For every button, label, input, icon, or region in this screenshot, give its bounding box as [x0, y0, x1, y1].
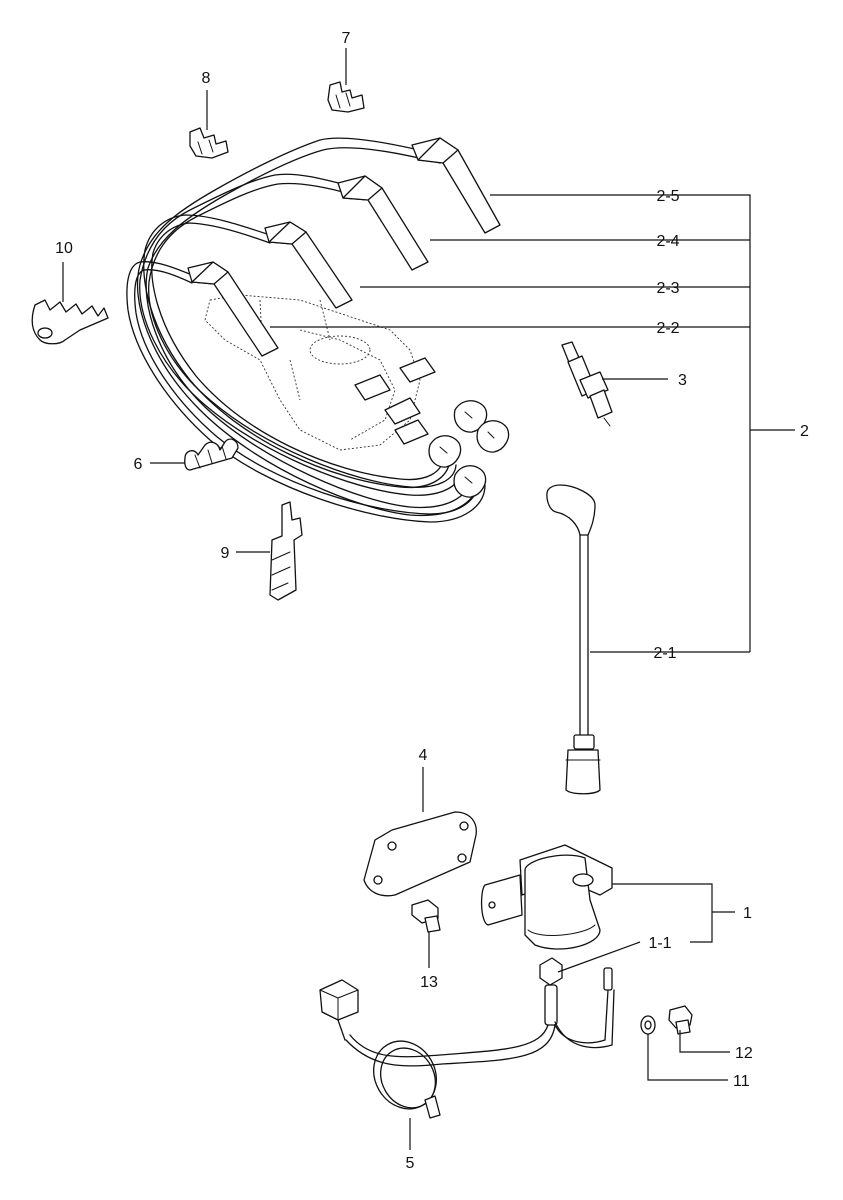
label-10: 10 [55, 240, 73, 257]
spark-plug-3 [561, 341, 613, 427]
label-8: 8 [202, 70, 211, 87]
label-12: 12 [735, 1045, 753, 1062]
coil-lead-2-1 [546, 484, 601, 795]
ignition-coil-1 [480, 844, 613, 950]
label-2: 2 [800, 423, 809, 440]
label-7: 7 [342, 30, 351, 47]
label-9: 9 [221, 545, 230, 562]
label-3: 3 [678, 372, 687, 389]
bolt-12 [668, 1005, 693, 1035]
ignition-cables [126, 137, 486, 523]
label-6: 6 [134, 456, 143, 473]
cable-end-caps [428, 400, 510, 498]
label-2-2: 2-2 [656, 320, 679, 337]
label-13: 13 [420, 974, 438, 991]
callout-labels: 7 8 10 2-5 2-4 2-3 2-2 3 2 6 9 2-1 4 1 1… [55, 30, 809, 1172]
label-4: 4 [419, 747, 428, 764]
cable-holder-9 [269, 501, 303, 601]
label-2-4: 2-4 [656, 233, 679, 250]
label-2-1: 2-1 [653, 645, 676, 662]
cable-clip-8 [189, 127, 229, 159]
label-5: 5 [406, 1155, 415, 1172]
label-1-1: 1-1 [648, 935, 671, 952]
label-2-3: 2-3 [656, 280, 679, 297]
cable-clip-10 [31, 299, 109, 345]
label-11: 11 [733, 1073, 750, 1090]
bracket-plate-4 [363, 811, 477, 897]
distributor-posts [354, 357, 436, 445]
label-1: 1 [743, 905, 752, 922]
leader-lines [62, 48, 795, 1150]
wiring-harness-5 [319, 957, 615, 1119]
spark-plug-boots [187, 137, 501, 357]
bolt-13 [411, 899, 441, 933]
washer-11 [640, 1015, 656, 1035]
cable-clip-6 [184, 438, 239, 471]
label-2-5: 2-5 [656, 188, 679, 205]
cable-clip-7 [327, 81, 365, 113]
